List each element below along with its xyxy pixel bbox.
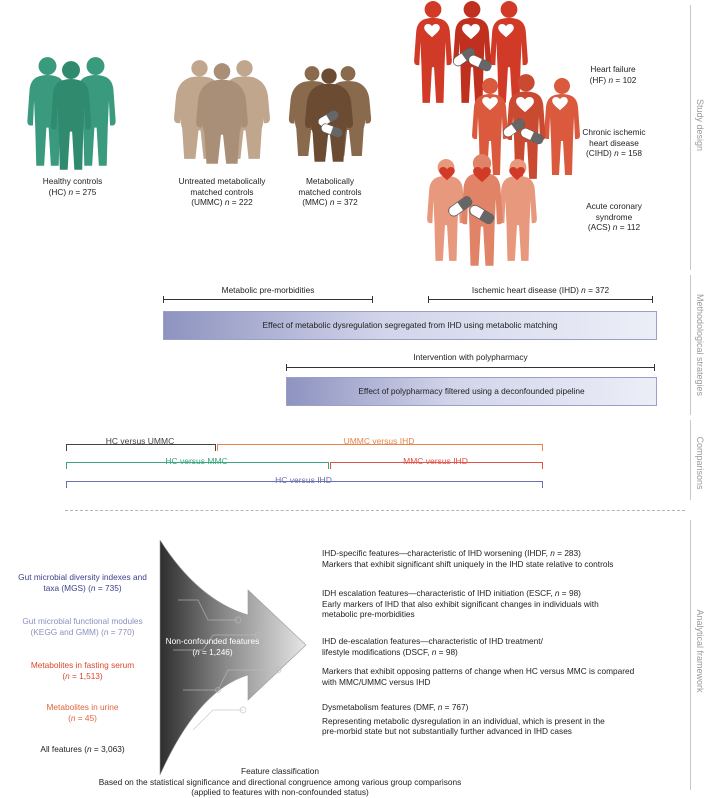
hc-vs-mmc-label: HC versus MMC	[165, 456, 228, 466]
feature-dmf: Dysmetabolism features (DMF, n = 767) Re…	[322, 702, 605, 736]
ummc-vs-ihd-bracket	[217, 444, 543, 451]
input-serum: Metabolites in fasting serum (n = 1,513)	[30, 660, 135, 681]
non-confounded-label: Non-confounded features (n = 1,246)	[165, 636, 260, 657]
feature-classification: Feature classification Based on the stat…	[98, 766, 462, 797]
polypharmacy-label: Intervention with polypharmacy	[413, 352, 528, 362]
study-design-label: Study design	[695, 98, 705, 152]
hc-vs-ummc-label: HC versus UMMC	[105, 436, 175, 446]
ummc-figure	[174, 60, 270, 164]
healthy-controls-figure	[27, 57, 116, 170]
input-urine: Metabolites in urine (n = 45)	[46, 702, 119, 723]
analytical-label: Analytical framework	[695, 609, 705, 693]
hc-vs-ihd-label: HC versus IHD	[275, 475, 332, 485]
methodological-divider	[690, 275, 691, 415]
hc-vs-mmc-bracket	[66, 462, 329, 469]
mmc-vs-ihd-bracket	[330, 462, 543, 469]
acs-label: Acute coronary syndrome (ACS) n = 112	[586, 201, 642, 232]
analytical-divider	[690, 520, 691, 790]
mmc-vs-ihd-label: MMC versus IHD	[403, 456, 468, 466]
mmc-label: Metabolically matched controls (MMC) n =…	[298, 176, 362, 207]
comparisons-label: Comparisons	[695, 436, 705, 490]
comparisons-divider	[690, 420, 691, 500]
pre-morbidities-range	[163, 296, 373, 303]
input-kegg: Gut microbial functional modules (KEGG a…	[22, 616, 143, 637]
feature-ihdf: IHD-specific features—characteristic of …	[322, 548, 614, 569]
acs-figure	[427, 154, 537, 266]
ummc-label: Untreated metabolically matched controls…	[178, 176, 266, 207]
hc-label: Healthy controls (HC) n = 275	[42, 176, 103, 197]
hc-vs-ihd-bracket	[66, 481, 543, 488]
mmc-figure	[288, 66, 372, 162]
hf-label: Heart failure (HF) n = 102	[589, 64, 637, 85]
study-design-divider	[690, 5, 691, 270]
section-divider	[65, 510, 685, 511]
cihd-label: Chronic ischemic heart disease (CIHD) n …	[582, 127, 646, 158]
hc-vs-ummc-bracket	[66, 444, 216, 451]
polypharmacy-bar: Effect of polypharmacy filtered using a …	[286, 377, 657, 406]
metabolic-matching-bar: Effect of metabolic dysregulation segreg…	[163, 311, 657, 340]
input-all: All features (n = 3,063)	[40, 744, 125, 754]
ihd-range-label: Ischemic heart disease (IHD) n = 372	[471, 285, 610, 295]
input-mgs: Gut microbial diversity indexes and taxa…	[18, 572, 147, 593]
polypharmacy-range	[286, 364, 655, 371]
feature-escf: IDH escalation features—characteristic o…	[322, 588, 599, 619]
ummc-vs-ihd-label: UMMC versus IHD	[343, 436, 415, 446]
ihd-range	[428, 296, 653, 303]
pre-morbidities-label: Metabolic pre-morbidities	[221, 285, 315, 295]
methodological-label: Methodological strategies	[695, 293, 705, 397]
feature-dscf: IHD de-escalation features—characteristi…	[322, 636, 635, 687]
feature-funnel-arrow	[159, 540, 307, 776]
